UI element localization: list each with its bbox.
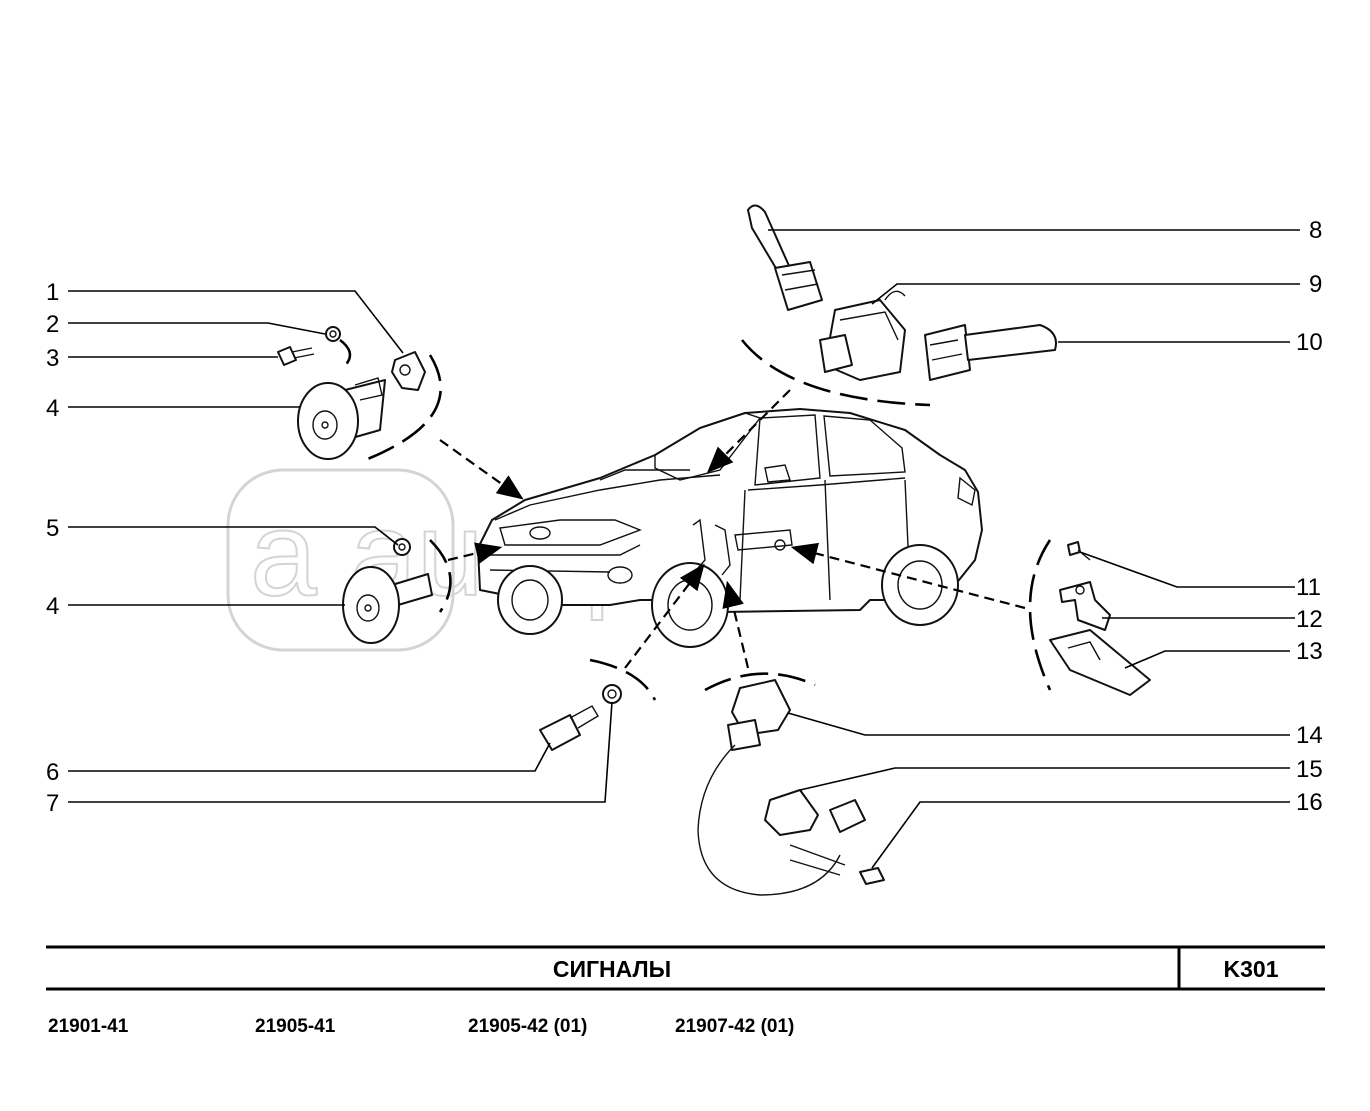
door-switch-bracket — [764, 789, 819, 836]
screw-icon — [1067, 541, 1081, 556]
horn-lower-group — [342, 538, 503, 644]
model-code-1: 21901-41 — [48, 1016, 129, 1037]
hood-bracket — [1059, 581, 1111, 631]
nut-icon — [393, 538, 411, 556]
callout-16: 16 — [1296, 789, 1323, 816]
callout-7: 7 — [46, 790, 59, 817]
title-block: СИГНАЛЫ K301 21901-41 21905-41 21905-42 … — [46, 945, 1325, 1037]
callout-3: 3 — [46, 345, 59, 372]
callout-13: 13 — [1296, 638, 1323, 665]
light-lever — [964, 324, 1057, 361]
horn-upper-group — [277, 326, 524, 500]
callout-4-lower: 4 — [46, 593, 59, 620]
brake-light-switch — [539, 714, 581, 751]
callout-10: 10 — [1296, 329, 1323, 356]
callout-12: 12 — [1296, 606, 1323, 633]
horn-lower — [342, 566, 400, 644]
column-switch-group — [706, 204, 1057, 474]
callout-6: 6 — [46, 759, 59, 786]
callout-2: 2 — [46, 311, 59, 338]
callout-8: 8 — [1309, 217, 1322, 244]
page-title: СИГНАЛЫ — [553, 956, 671, 982]
hood-mount — [1049, 629, 1151, 696]
model-code-2: 21905-41 — [255, 1016, 336, 1037]
callout-numbers: 1 2 3 4 5 4 6 7 8 9 10 11 12 13 14 15 16 — [46, 217, 1323, 817]
callout-14: 14 — [1296, 722, 1323, 749]
horn-bracket — [391, 351, 426, 391]
car-illustration — [477, 408, 983, 648]
callout-9: 9 — [1309, 271, 1322, 298]
callout-1: 1 — [46, 279, 59, 306]
door-switch-group — [697, 580, 885, 896]
wiper-lever — [747, 204, 791, 276]
leader-lines — [68, 229, 1300, 869]
switch-nut — [602, 684, 622, 704]
bolt-icon — [277, 346, 297, 366]
model-code-4: 21907-42 (01) — [675, 1016, 794, 1037]
callout-5: 5 — [46, 515, 59, 542]
hood-switch-group — [790, 539, 1151, 696]
callout-15: 15 — [1296, 756, 1323, 783]
callout-4-upper: 4 — [46, 395, 59, 422]
model-code-3: 21905-42 (01) — [468, 1016, 587, 1037]
nut-icon — [325, 326, 341, 342]
page-code: K301 — [1224, 956, 1279, 982]
horn-upper — [297, 382, 359, 460]
door-screw — [859, 867, 885, 885]
brake-switch-group — [539, 563, 705, 751]
callout-11: 11 — [1296, 574, 1321, 601]
